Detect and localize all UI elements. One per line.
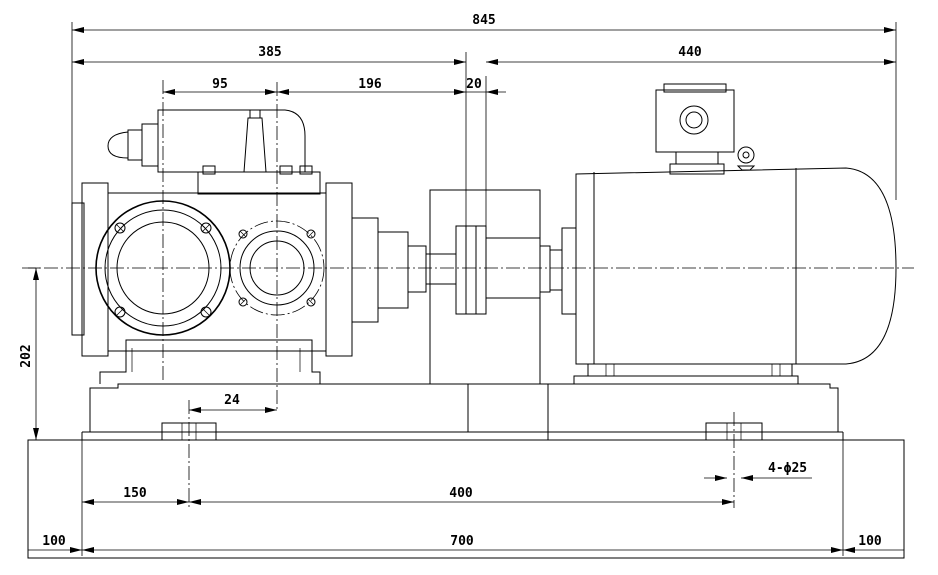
- dim-label-196: 196: [358, 77, 382, 92]
- dim-label-20: 20: [466, 77, 482, 92]
- dim-label-95: 95: [212, 77, 228, 92]
- dim-label-700: 700: [450, 534, 474, 549]
- dim-label-400: 400: [449, 486, 473, 501]
- dim-label-202: 202: [19, 344, 34, 367]
- extension-lines: [27, 22, 905, 556]
- dim-label-150: 150: [123, 486, 147, 501]
- center-lines: [22, 80, 914, 508]
- electric-motor: [549, 83, 897, 385]
- dim-label-right-100: 100: [858, 534, 882, 549]
- dimension-385: 385: [72, 45, 466, 65]
- dim-label-pump: 385: [258, 45, 281, 60]
- dimension-845: 845: [72, 13, 896, 33]
- dimension-row-150-400: 150 400: [82, 486, 734, 505]
- dim-label-24: 24: [224, 393, 240, 408]
- dimension-202: 202: [19, 268, 39, 440]
- dimension-row-95-196-20: 95 196 20: [163, 77, 506, 95]
- dimension-24: 24: [189, 393, 277, 413]
- dimension-440: 440: [486, 45, 896, 65]
- dim-label-overall: 845: [472, 13, 495, 28]
- dim-label-motor: 440: [678, 45, 702, 60]
- coupling: [425, 189, 551, 385]
- dim-label-left-100: 100: [42, 534, 66, 549]
- pump-body: [71, 109, 427, 384]
- dimension-row-base: 100 700 100: [28, 534, 904, 553]
- dimension-bolt-holes: 4-ϕ25: [704, 461, 812, 481]
- dim-label-bolt-holes: 4-ϕ25: [768, 461, 807, 476]
